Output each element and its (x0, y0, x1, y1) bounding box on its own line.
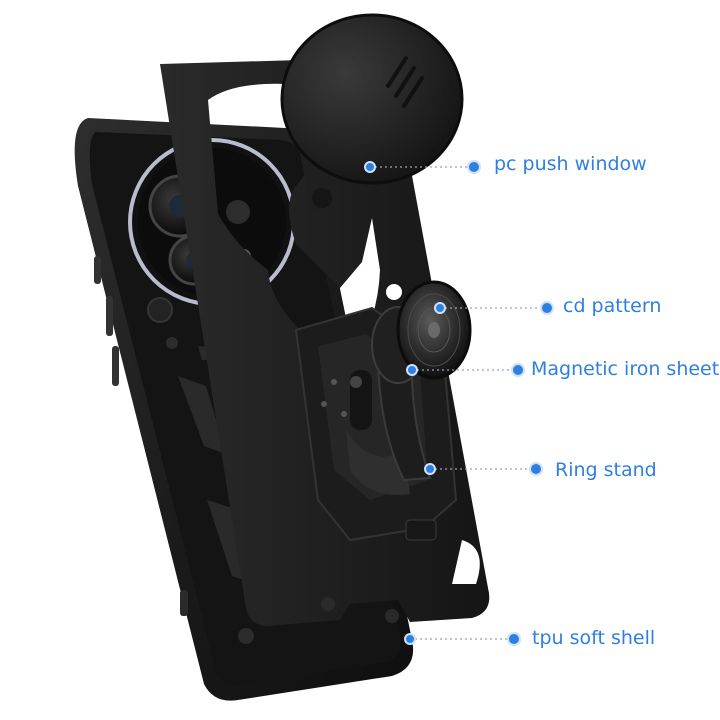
label-magnetic-iron-sheet: Magnetic iron sheet (531, 358, 720, 380)
label-pc-push-window: pc push window (494, 153, 647, 175)
dot-ring-inner (424, 463, 436, 475)
dot-cd-inner (434, 302, 446, 314)
pc-push-window (280, 13, 464, 212)
dot-push-outer (467, 160, 481, 174)
dot-tpu-inner (404, 633, 416, 645)
label-tpu-soft-shell: tpu soft shell (532, 627, 656, 649)
dot-mag-outer (511, 363, 525, 377)
dot-cd-outer (540, 301, 554, 315)
dot-ring-outer (529, 462, 543, 476)
dot-tpu-outer (507, 632, 521, 646)
ring-stand-assembly (371, 280, 472, 482)
dot-push-inner (364, 161, 376, 173)
callouts (370, 166, 547, 640)
dot-mag-inner (406, 364, 418, 376)
callout-dots (364, 160, 554, 646)
label-cd-pattern: cd pattern (563, 295, 662, 317)
label-ring-stand: Ring stand (555, 459, 657, 481)
